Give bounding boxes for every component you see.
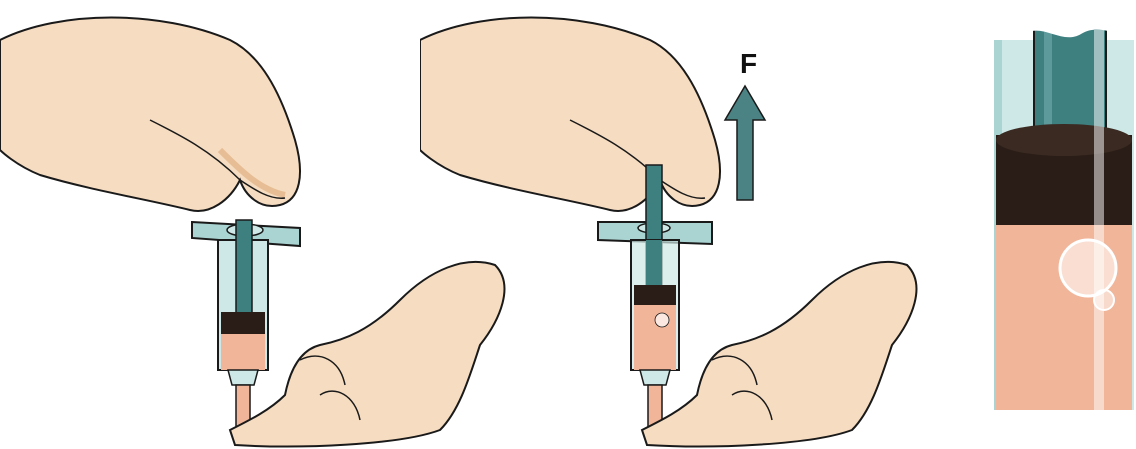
upper-hand [0, 18, 300, 211]
zoom-inset-illustration [986, 0, 1136, 449]
upper-hand [420, 18, 720, 211]
force-arrow [725, 86, 765, 200]
panel-syringe-pulled [420, 0, 940, 449]
panel-zoom-inset [986, 0, 1136, 449]
force-label: F [740, 48, 757, 80]
lower-hand [642, 262, 916, 447]
syringe-pulled-illustration [420, 0, 940, 449]
